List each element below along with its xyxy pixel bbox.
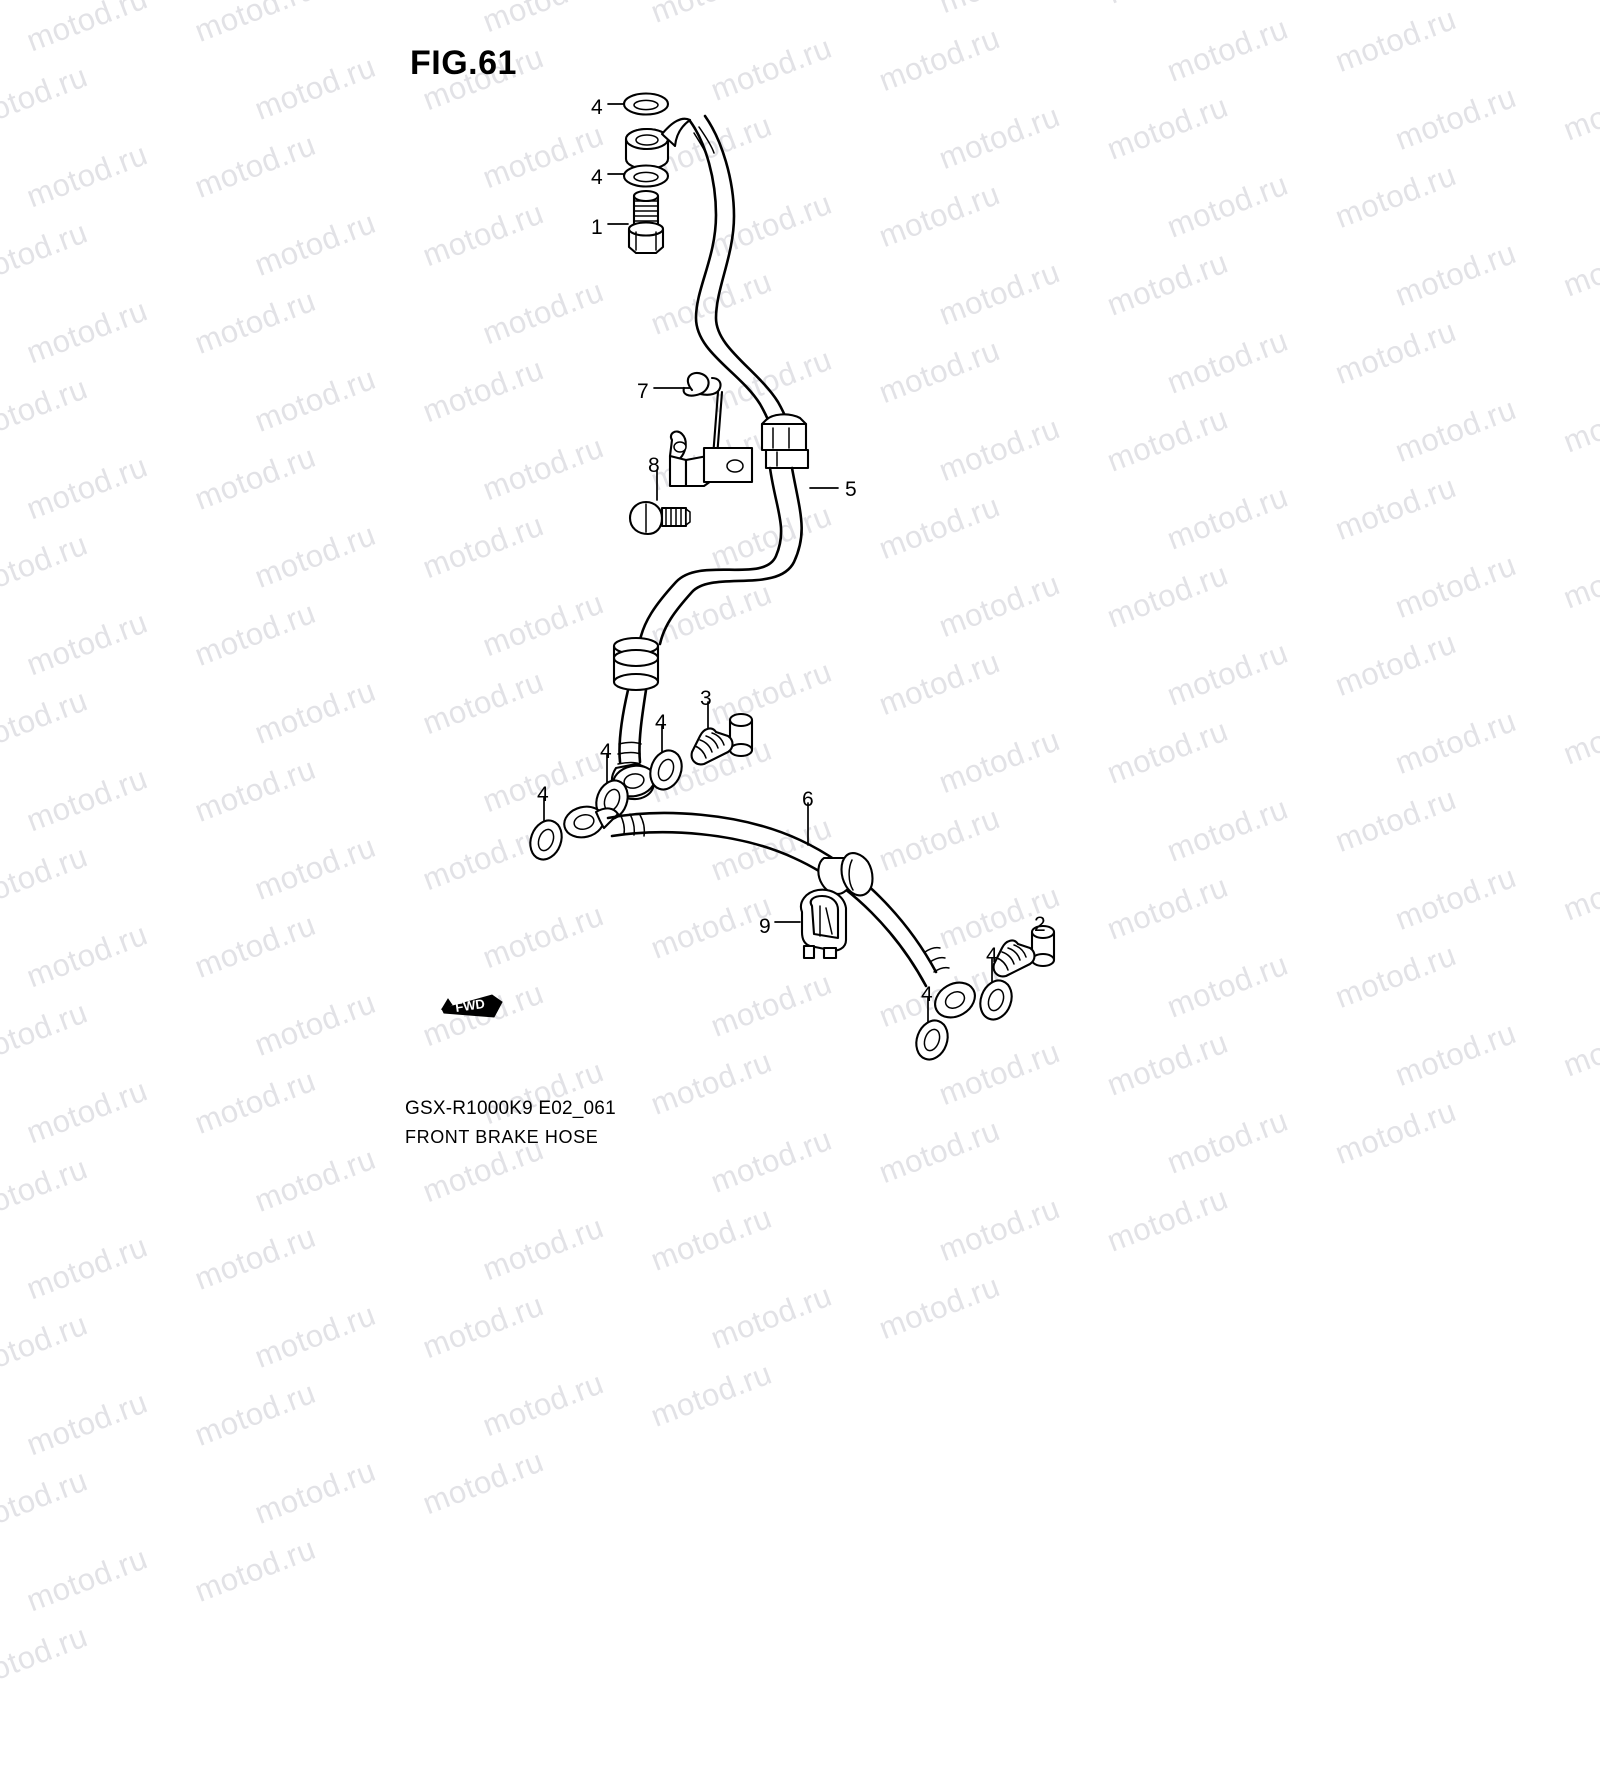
bracket-bolt xyxy=(628,500,691,536)
callout-bracket-bolt: 8 xyxy=(648,454,660,477)
hose-clamp-block-lower xyxy=(817,852,874,897)
page-title: FIG.61 xyxy=(410,44,517,82)
leader-lines xyxy=(543,103,1039,1023)
hose-guide-clamp xyxy=(799,888,848,960)
front-brake-hose-lower xyxy=(563,805,976,1019)
callout-gasket-washer-lower-b: 4 xyxy=(921,983,933,1006)
hose-grommet-mid xyxy=(612,636,660,692)
union-bolt-upper xyxy=(627,189,665,255)
callout-union-bolt-upper: 1 xyxy=(591,216,603,239)
hose-banjo-eye-lower-left xyxy=(563,805,620,839)
callout-gasket-washer-upper-a: 4 xyxy=(591,96,603,119)
callout-front-brake-hose-upper: 5 xyxy=(845,478,857,501)
technical-drawing: .ln { fill:none; stroke:#000; stroke-wid… xyxy=(440,92,1056,1061)
gasket-washer-upper-a xyxy=(622,92,670,116)
parts-diagram-page: .ln { fill:none; stroke:#000; stroke-wid… xyxy=(0,0,1600,1696)
diagram-name-caption: FRONT BRAKE HOSE xyxy=(405,1127,599,1147)
gasket-washer-mid-c xyxy=(529,819,563,861)
fwd-direction-marker: FWD xyxy=(440,994,503,1018)
gasket-washer-upper-b xyxy=(622,164,670,188)
hose-bracket xyxy=(668,430,754,488)
callout-gasket-washer-mid-a: 4 xyxy=(655,711,667,734)
callout-gasket-washer-lower-a: 4 xyxy=(986,944,998,967)
hose-banjo-eye-lower-right xyxy=(934,981,976,1019)
model-code-caption: GSX-R1000K9 E02_061 xyxy=(405,1098,616,1119)
callout-gasket-washer-mid-c: 4 xyxy=(537,783,549,806)
callout-union-bolt-lower: 2 xyxy=(1034,913,1046,936)
svg-text:FWD: FWD xyxy=(454,996,485,1015)
gasket-washer-mid-a xyxy=(649,749,683,791)
callout-union-bolt-mid: 3 xyxy=(700,687,712,710)
gasket-washer-lower-a xyxy=(979,979,1013,1021)
callout-front-brake-hose-lower: 6 xyxy=(802,788,814,811)
callout-hose-spring-clip: 7 xyxy=(637,380,649,403)
upper-banjo-assembly xyxy=(622,92,692,255)
hose-banjo-eye-upper xyxy=(624,117,692,171)
union-bolt-mid xyxy=(690,712,754,766)
hose-clamp-block-upper xyxy=(760,413,810,470)
callout-gasket-washer-mid-b: 4 xyxy=(600,740,612,763)
gasket-washer-lower-b xyxy=(915,1019,949,1061)
callout-gasket-washer-upper-b: 4 xyxy=(591,166,603,189)
union-bolt-lower xyxy=(992,924,1056,978)
callout-hose-guide-clamp: 9 xyxy=(759,915,771,938)
